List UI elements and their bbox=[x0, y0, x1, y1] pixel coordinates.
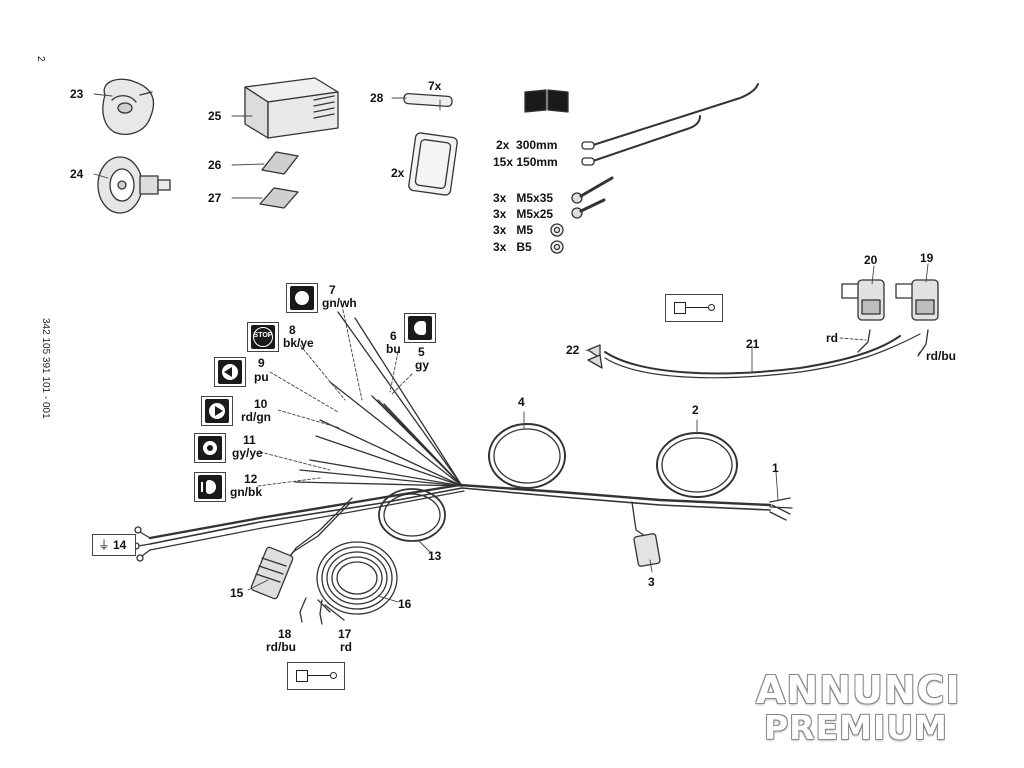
part-18-label: 18 bbox=[278, 627, 292, 641]
coiled-cable-part-16 bbox=[316, 541, 398, 615]
part-28-label: 28 bbox=[370, 91, 384, 105]
trailer-symbol-upper bbox=[665, 294, 723, 322]
wire-color-11: gy/ye bbox=[232, 446, 263, 460]
pad-quantity: 2x bbox=[391, 166, 405, 180]
watermark-annunci: ANNUNCI bbox=[756, 668, 961, 712]
part-7-label: 7 bbox=[329, 283, 336, 297]
part-8-label: 8 bbox=[289, 323, 296, 337]
wire-color-5: gy bbox=[415, 358, 430, 372]
part-6-label: 6 bbox=[390, 329, 397, 343]
part-13-label: 13 bbox=[428, 549, 442, 563]
part-27-label: 27 bbox=[208, 191, 222, 205]
part-10-label: 10 bbox=[254, 397, 268, 411]
part-12-label: 12 bbox=[244, 472, 258, 486]
socket-part-24 bbox=[97, 156, 171, 214]
part-17-label: 17 bbox=[338, 627, 352, 641]
adhesive-pad bbox=[408, 132, 458, 196]
part-15-label: 15 bbox=[230, 586, 244, 600]
part-1-label: 1 bbox=[772, 461, 779, 475]
part-25-label: 25 bbox=[208, 109, 222, 123]
document-number: 342 105 391 101 - 001 bbox=[40, 318, 51, 419]
wire-color-6: bu bbox=[386, 342, 401, 356]
control-module-part-25 bbox=[244, 77, 339, 139]
left-indicator-icon bbox=[218, 360, 242, 384]
screw-m5x35 bbox=[571, 176, 614, 204]
part-2-label: 2 bbox=[692, 403, 699, 417]
connector-part-20 bbox=[841, 279, 885, 321]
part-16-label: 16 bbox=[398, 597, 412, 611]
wire-color-12: gn/bk bbox=[230, 485, 262, 499]
screw-m5x35-label: 3x M5x35 bbox=[493, 191, 554, 205]
part-21-label: 21 bbox=[746, 337, 760, 351]
wire-color-9: pu bbox=[254, 370, 269, 384]
socket-cap-part-23 bbox=[102, 78, 155, 135]
watermark-premium: PREMIUM bbox=[764, 708, 948, 747]
wire-color-7: gn/wh bbox=[322, 296, 357, 310]
wire-color-20: rd bbox=[826, 331, 838, 345]
wire-color-10: rd/gn bbox=[241, 410, 271, 424]
ground-icon: ⏚ bbox=[98, 538, 111, 552]
cable-tie-150mm bbox=[581, 115, 701, 166]
manual-book-icon bbox=[524, 89, 569, 113]
part-9-label: 9 bbox=[258, 356, 265, 370]
reverse-light-icon bbox=[290, 286, 314, 310]
trailer-symbol-lower bbox=[287, 662, 345, 690]
wire-color-17: rd bbox=[340, 640, 352, 654]
ground-box: ⏚ 14 bbox=[92, 534, 136, 556]
part-22-label: 22 bbox=[566, 343, 580, 357]
wire-color-18: rd/bu bbox=[266, 640, 296, 654]
label-part-27 bbox=[259, 187, 299, 209]
part-24-label: 24 bbox=[70, 167, 84, 181]
stop-icon: STOP bbox=[251, 325, 275, 349]
fog-light-symbol bbox=[404, 313, 436, 343]
part-11-label: 11 bbox=[243, 433, 256, 447]
washer-b5-label: 3x B5 bbox=[493, 240, 532, 254]
cable-tie-150-label: 15x 150mm bbox=[493, 155, 558, 169]
fuse-quantity: 7x bbox=[428, 79, 442, 93]
right-indicator-icon bbox=[205, 399, 229, 423]
reverse-light-symbol bbox=[286, 283, 318, 313]
nut-m5 bbox=[550, 223, 564, 237]
fog-light-icon bbox=[408, 316, 432, 340]
rear-fog-icon bbox=[198, 475, 222, 499]
part-14-label: 14 bbox=[113, 538, 127, 552]
wire-color-8: bk/ye bbox=[283, 336, 314, 350]
main-harness bbox=[132, 311, 793, 625]
part-20-label: 20 bbox=[864, 253, 878, 267]
page-marker: 2 bbox=[35, 56, 46, 62]
cable-tie-300-label: 2x 300mm bbox=[496, 138, 558, 152]
part-4-label: 4 bbox=[518, 395, 525, 409]
part-3-label: 3 bbox=[648, 575, 655, 589]
wire-color-19: rd/bu bbox=[926, 349, 956, 363]
part-19-label: 19 bbox=[920, 251, 934, 265]
label-part-26 bbox=[261, 151, 299, 175]
connector-part-19 bbox=[895, 279, 939, 321]
part-23-label: 23 bbox=[70, 87, 84, 101]
fuse-part-28 bbox=[403, 92, 453, 108]
washer-b5 bbox=[550, 240, 564, 254]
right-indicator-symbol bbox=[201, 396, 233, 426]
rear-fog-symbol bbox=[194, 472, 226, 502]
nut-m5-label: 3x M5 bbox=[493, 223, 534, 237]
part-5-label: 5 bbox=[418, 345, 425, 359]
screw-m5x25-label: 3x M5x25 bbox=[493, 207, 554, 221]
leader-lines bbox=[93, 93, 929, 603]
cable-tie-300mm bbox=[581, 83, 759, 150]
brake-light-symbol: STOP bbox=[247, 322, 279, 352]
screw-m5x25 bbox=[571, 198, 606, 219]
tail-light-symbol bbox=[194, 433, 226, 463]
left-indicator-symbol bbox=[214, 357, 246, 387]
extension-cable-part-21 bbox=[587, 329, 929, 379]
part-26-label: 26 bbox=[208, 158, 222, 172]
tail-light-icon bbox=[198, 436, 222, 460]
